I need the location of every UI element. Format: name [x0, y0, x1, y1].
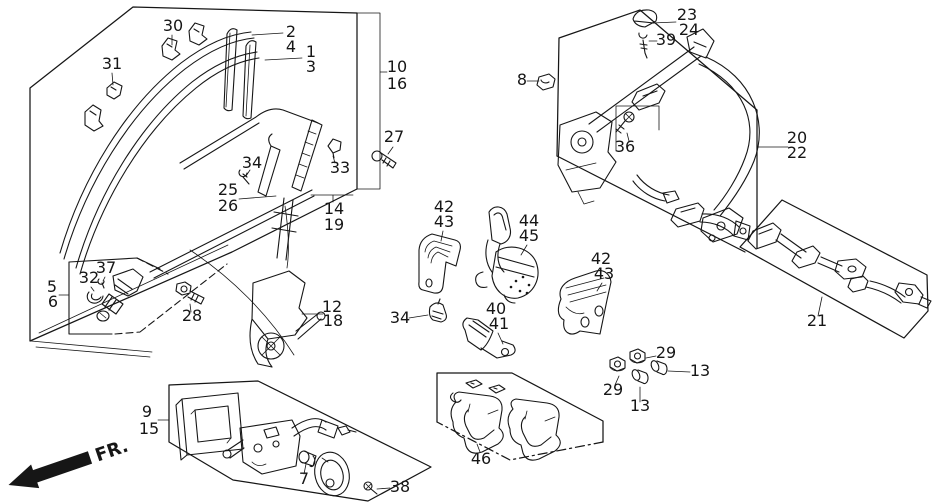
anchor-cover-42-43-left: [418, 233, 461, 294]
cap-23-24: [632, 9, 658, 28]
callout-1: 1: [306, 42, 316, 61]
callout-8: 8: [517, 70, 527, 89]
screw-39: [638, 32, 648, 59]
callout-22: 22: [787, 143, 807, 162]
buckle-40-41: [462, 317, 516, 359]
callout-37: 37: [96, 258, 116, 277]
fr-indicator: FR.: [8, 436, 131, 489]
callout-29b: 29: [603, 380, 623, 399]
callout-14: 14: [324, 199, 344, 218]
callout-15: 15: [139, 419, 159, 438]
callout-42b: 42: [591, 249, 611, 268]
quarter-window-frame: [149, 108, 323, 356]
bolt-28: [175, 281, 205, 305]
lap-anchor-arm: [632, 174, 751, 241]
callout-18: 18: [323, 311, 343, 330]
callout-3: 3: [306, 57, 316, 76]
anchor-cover-42-43-right: [557, 270, 612, 335]
belt-holders-46: [449, 379, 561, 461]
seat-belt-retractor: [557, 28, 760, 243]
callout-41: 41: [489, 314, 509, 333]
callout-40: 40: [486, 299, 506, 318]
clip-34-center: [428, 298, 447, 323]
callout-13b: 13: [630, 396, 650, 415]
callout-29a: 29: [656, 343, 676, 362]
belt-set-box: [739, 199, 929, 339]
callout-34b: 34: [390, 308, 410, 327]
center-buckle-44-45: [475, 206, 539, 304]
callout-30: 30: [163, 16, 183, 35]
callout-21: 21: [807, 311, 827, 330]
callout-43a: 43: [434, 212, 454, 231]
fr-arrow-icon: [8, 451, 93, 489]
door-lock-parts: [86, 268, 144, 322]
callout-19: 19: [324, 215, 344, 234]
remote-handle-assembly: [175, 392, 357, 497]
glass-run-channels: [59, 28, 260, 275]
nuts-29-bushings-13: [609, 348, 668, 385]
callout-31: 31: [102, 54, 122, 73]
callout-33: 33: [330, 158, 350, 177]
callout-27: 27: [384, 127, 404, 146]
callout-36: 36: [615, 137, 635, 156]
callout-7: 7: [299, 469, 309, 488]
bolt-27: [371, 150, 397, 169]
callout-28: 28: [182, 306, 202, 325]
window-regulator: [249, 205, 326, 368]
callout-2: 2: [286, 22, 296, 41]
callout-44: 44: [519, 211, 539, 230]
callout-20: 20: [787, 128, 807, 147]
holder-box: [436, 372, 604, 461]
fr-label: FR.: [93, 436, 131, 467]
callout-46: 46: [471, 449, 491, 468]
callout-25: 25: [218, 180, 238, 199]
bolt-36: [615, 111, 635, 134]
callout-4: 4: [286, 37, 296, 56]
callout-38: 38: [390, 477, 410, 496]
callout-5: 5: [47, 277, 57, 296]
callout-6: 6: [48, 292, 58, 311]
callout-45: 45: [519, 226, 539, 245]
callout-9: 9: [142, 402, 152, 421]
callout-10: 10: [387, 57, 407, 76]
callout-42a: 42: [434, 197, 454, 216]
callout-24: 24: [679, 20, 699, 39]
leader-lines: [58, 12, 823, 490]
callout-26: 26: [218, 196, 238, 215]
callout-13a: 13: [690, 361, 710, 380]
callout-32: 32: [79, 268, 99, 287]
callout-16: 16: [387, 74, 407, 93]
callout-12: 12: [322, 297, 342, 316]
channel-clips: [84, 22, 342, 185]
grommet-8: [536, 73, 556, 91]
seat-belt-buckle-set: [747, 222, 932, 309]
screw-38: [363, 481, 378, 495]
handle-box: [168, 380, 432, 502]
callout-43b: 43: [594, 264, 614, 283]
callout-34a: 34: [242, 153, 262, 172]
callout-39: 39: [656, 30, 676, 49]
callout-23: 23: [677, 5, 697, 24]
door-lock-sub-box: [68, 257, 228, 335]
